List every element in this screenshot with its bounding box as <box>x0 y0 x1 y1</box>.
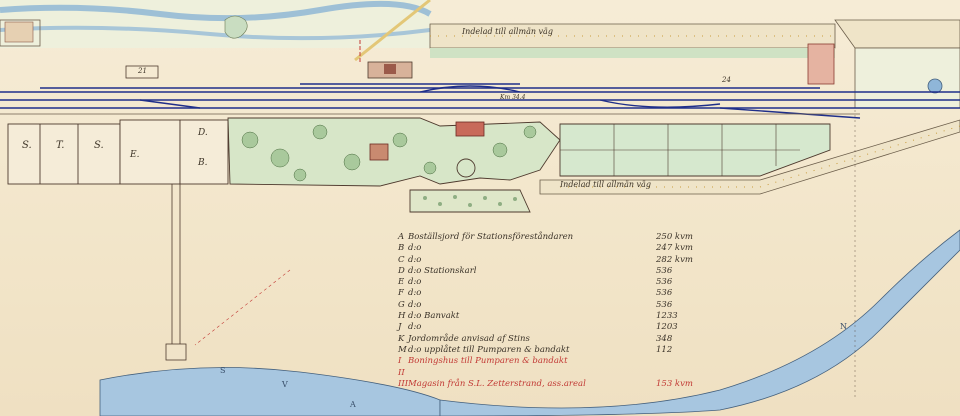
legend-code: I <box>398 356 402 367</box>
park-house <box>369 143 389 161</box>
path-to-river <box>171 184 181 345</box>
legend-text: d:o <box>408 243 422 254</box>
legend-row: IIIMagasin från S.L. Zetterstrand, ass.a… <box>398 379 698 390</box>
label-lot-e: E. <box>130 150 140 160</box>
label-indelad-bottom: Indelad till allmän väg <box>560 180 651 189</box>
yellow-road <box>354 0 431 62</box>
legend-code: III <box>398 378 409 389</box>
upper-road-right <box>834 19 960 49</box>
lower-road <box>539 119 960 195</box>
tree-garden <box>409 189 531 213</box>
legend-code: A <box>398 232 405 242</box>
label-indelad-top: Indelad till allmän väg <box>462 27 553 36</box>
legend-value: 1233 <box>656 311 678 322</box>
green-strip <box>430 48 835 58</box>
legend-text: d:o <box>408 288 422 299</box>
label-kilometer: Km 34.4 <box>500 94 526 101</box>
right-compound <box>854 47 960 109</box>
legend-value: 112 <box>656 344 673 355</box>
legend-value: 348 <box>656 333 673 344</box>
legend-value: 247 kvm <box>656 243 693 254</box>
legend-value: 1203 <box>656 322 678 333</box>
label-lot-b: B. <box>198 158 208 168</box>
park-pavilion <box>455 121 485 137</box>
railway-tracks <box>0 83 960 119</box>
label-plot-24: 24 <box>722 76 731 84</box>
plot-21-box <box>125 65 159 79</box>
legend-row: I Boningshus till Pumparen & bandakt <box>398 356 698 367</box>
legend-code: M <box>398 344 407 355</box>
label-lot-s3: S. <box>94 140 104 151</box>
legend-row: II <box>398 368 698 379</box>
building-topleft <box>0 19 41 47</box>
legend-code: II <box>398 367 405 378</box>
legend-code: D <box>398 265 405 276</box>
turntable <box>927 78 943 94</box>
top-stream-2 <box>0 25 431 41</box>
legend-value: 536 <box>656 277 673 288</box>
legend-text: d:o <box>408 299 422 310</box>
legend-text: d:o <box>408 322 422 333</box>
legend-row: Md:o upplåtet till Pumparen & bandakt 112 <box>398 345 698 356</box>
tree-cluster-top <box>224 15 248 39</box>
legend-text: d:o Banvakt <box>408 311 460 322</box>
river-label-s: S <box>220 366 226 375</box>
legend-value: 536 <box>656 265 673 276</box>
legend-code: G <box>398 299 405 310</box>
legend-code: J <box>398 322 402 333</box>
label-lot-s2: T. <box>56 140 65 151</box>
legend-code: F <box>398 288 404 299</box>
legend-text: Boningshus till Pumparen & bandakt <box>408 356 568 367</box>
red-boundary-lower <box>194 269 291 346</box>
legend-value: 536 <box>656 288 673 299</box>
river-label-a: A <box>350 400 356 409</box>
river-label-v: V <box>282 380 288 389</box>
station-building-core <box>384 64 396 74</box>
park-trees <box>241 124 537 182</box>
river-svan <box>99 367 441 416</box>
legend-text: d:o <box>408 254 422 265</box>
legend-text: Jordområde anvisad af Stins <box>408 333 530 344</box>
lower-lots <box>7 119 229 185</box>
legend-text: d:o <box>408 277 422 288</box>
label-lot-d: D. <box>198 128 208 138</box>
legend-text: d:o upplåtet till Pumparen & bandakt <box>408 344 570 355</box>
park-fountain <box>456 158 476 178</box>
legend-value: 536 <box>656 299 673 310</box>
legend-code: K <box>398 333 405 344</box>
field-grid-lines <box>560 124 800 176</box>
warehouse-right <box>807 43 835 85</box>
legend-value: 282 kvm <box>656 254 693 265</box>
pump-house <box>165 343 187 361</box>
legend-text: d:o Stationskarl <box>408 265 477 276</box>
legend-text: Magasin från S.L. Zetterstrand, ass.area… <box>408 378 586 389</box>
river-svan-east <box>439 229 960 416</box>
legend-value: 153 kvm <box>656 378 693 389</box>
garden-trees <box>423 195 517 207</box>
label-lot-s1: S. <box>22 140 32 151</box>
building-topleft-inner <box>4 21 34 43</box>
lower-road-dots <box>560 125 960 188</box>
legend-code: B <box>398 243 405 254</box>
legend-value: 250 kvm <box>656 232 693 242</box>
legend-text: Boställsjord för Stationsföreståndaren <box>408 232 574 242</box>
river-label-n: N <box>840 322 847 331</box>
legend-code: H <box>398 311 406 322</box>
legend-code: E <box>398 277 405 288</box>
label-plot-21: 21 <box>138 67 147 75</box>
legend-code: C <box>398 254 405 265</box>
